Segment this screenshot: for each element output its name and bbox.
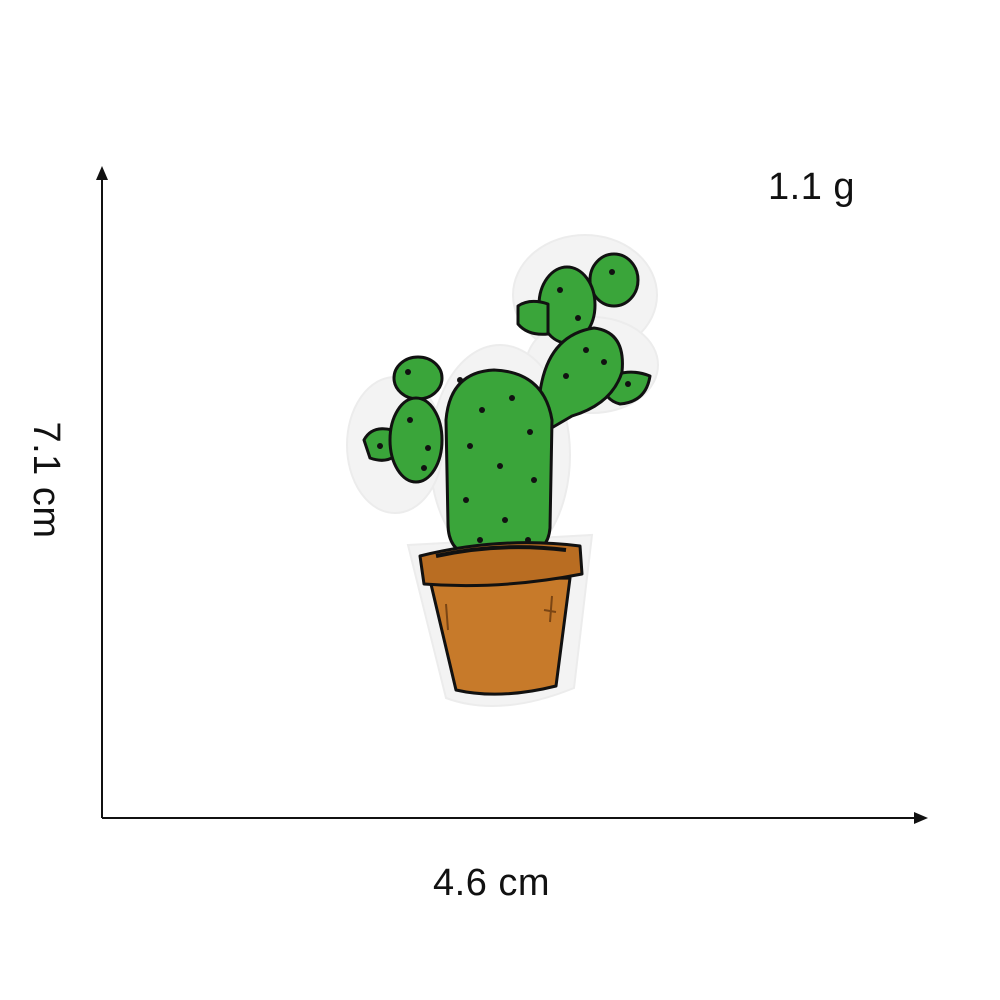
weight-label: 1.1 g [768,166,856,208]
pot-rim-opening [435,545,567,558]
pot-icon [418,541,584,696]
cactus-pad-left-top [392,355,444,401]
cactus-pad-left [388,396,444,484]
pot-body [428,576,572,696]
cactus-icon [362,252,652,558]
horizontal-axis-arrowhead [914,812,928,824]
vertical-axis-arrowhead [96,166,108,180]
cactus-patch-image [346,234,659,707]
width-label: 4.6 cm [433,862,551,904]
pot-detail-line-right [543,595,557,623]
cactus-small-pad-top-left [516,299,550,336]
cactus-pad-right [538,326,624,432]
height-label: 7.1 cm [25,421,67,539]
cactus-pad-top-right [588,252,640,308]
pot-detail-line-left [445,603,449,631]
cactus-main-body [444,368,554,558]
